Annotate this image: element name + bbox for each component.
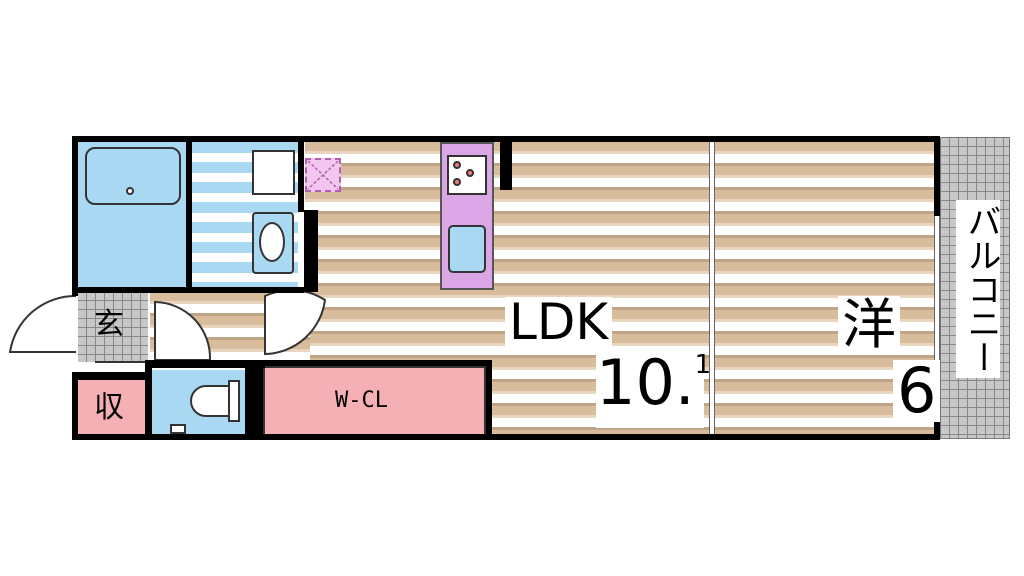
washing-machine-icon [252, 150, 295, 195]
balcony-label: バルコニー [956, 200, 1001, 378]
paper-holder-icon [170, 424, 186, 434]
fridge-space-cross [307, 160, 339, 190]
ldk-size-main: 10. [596, 346, 695, 419]
toilet-tank [228, 380, 240, 422]
burner-2 [466, 169, 474, 177]
wall-hall-closet [263, 360, 492, 366]
wall-kitchen-nib [500, 142, 512, 190]
walk-in-closet-label: W-CL [335, 388, 388, 413]
wall-bottom [72, 434, 940, 440]
sliding-partition [709, 142, 715, 434]
wall-right [934, 136, 940, 216]
wall-toilet-closet [245, 360, 263, 440]
wall-left-upper [72, 136, 78, 296]
entrance-label: 玄 [94, 307, 124, 342]
burner-1 [453, 161, 461, 169]
ldk-size: 10.1 [596, 352, 711, 428]
burner-3 [453, 178, 461, 186]
storage-area [78, 380, 145, 436]
wall-left-lower [72, 372, 78, 440]
wall-toilet-top [145, 360, 265, 368]
ldk-size-decimal: 1 [694, 350, 712, 380]
wall-wash-ldk-2 [304, 210, 318, 292]
wall-entrance-storage [72, 372, 152, 380]
wall-wet-bottom [72, 287, 304, 293]
wall-storage-toilet [145, 366, 152, 440]
wall-right-lower [934, 405, 940, 440]
walk-in-closet [263, 366, 486, 436]
storage-label: 収 [94, 390, 124, 425]
entrance-area [78, 292, 148, 362]
balcony-window [934, 210, 940, 410]
western-size: 6 [893, 360, 941, 422]
bathtub-drain [126, 187, 134, 195]
toilet-icon [190, 385, 232, 417]
western-label: 洋 [838, 296, 900, 354]
wall-closet-ldk [486, 360, 492, 440]
ldk-label: LDK [505, 297, 613, 347]
bathtub-icon [85, 147, 181, 205]
washbasin-bowl [259, 222, 285, 262]
wall-bath-wash [186, 142, 192, 292]
wall-wash-ldk [298, 142, 304, 212]
wall-top [72, 136, 940, 142]
sink-icon [448, 225, 486, 273]
